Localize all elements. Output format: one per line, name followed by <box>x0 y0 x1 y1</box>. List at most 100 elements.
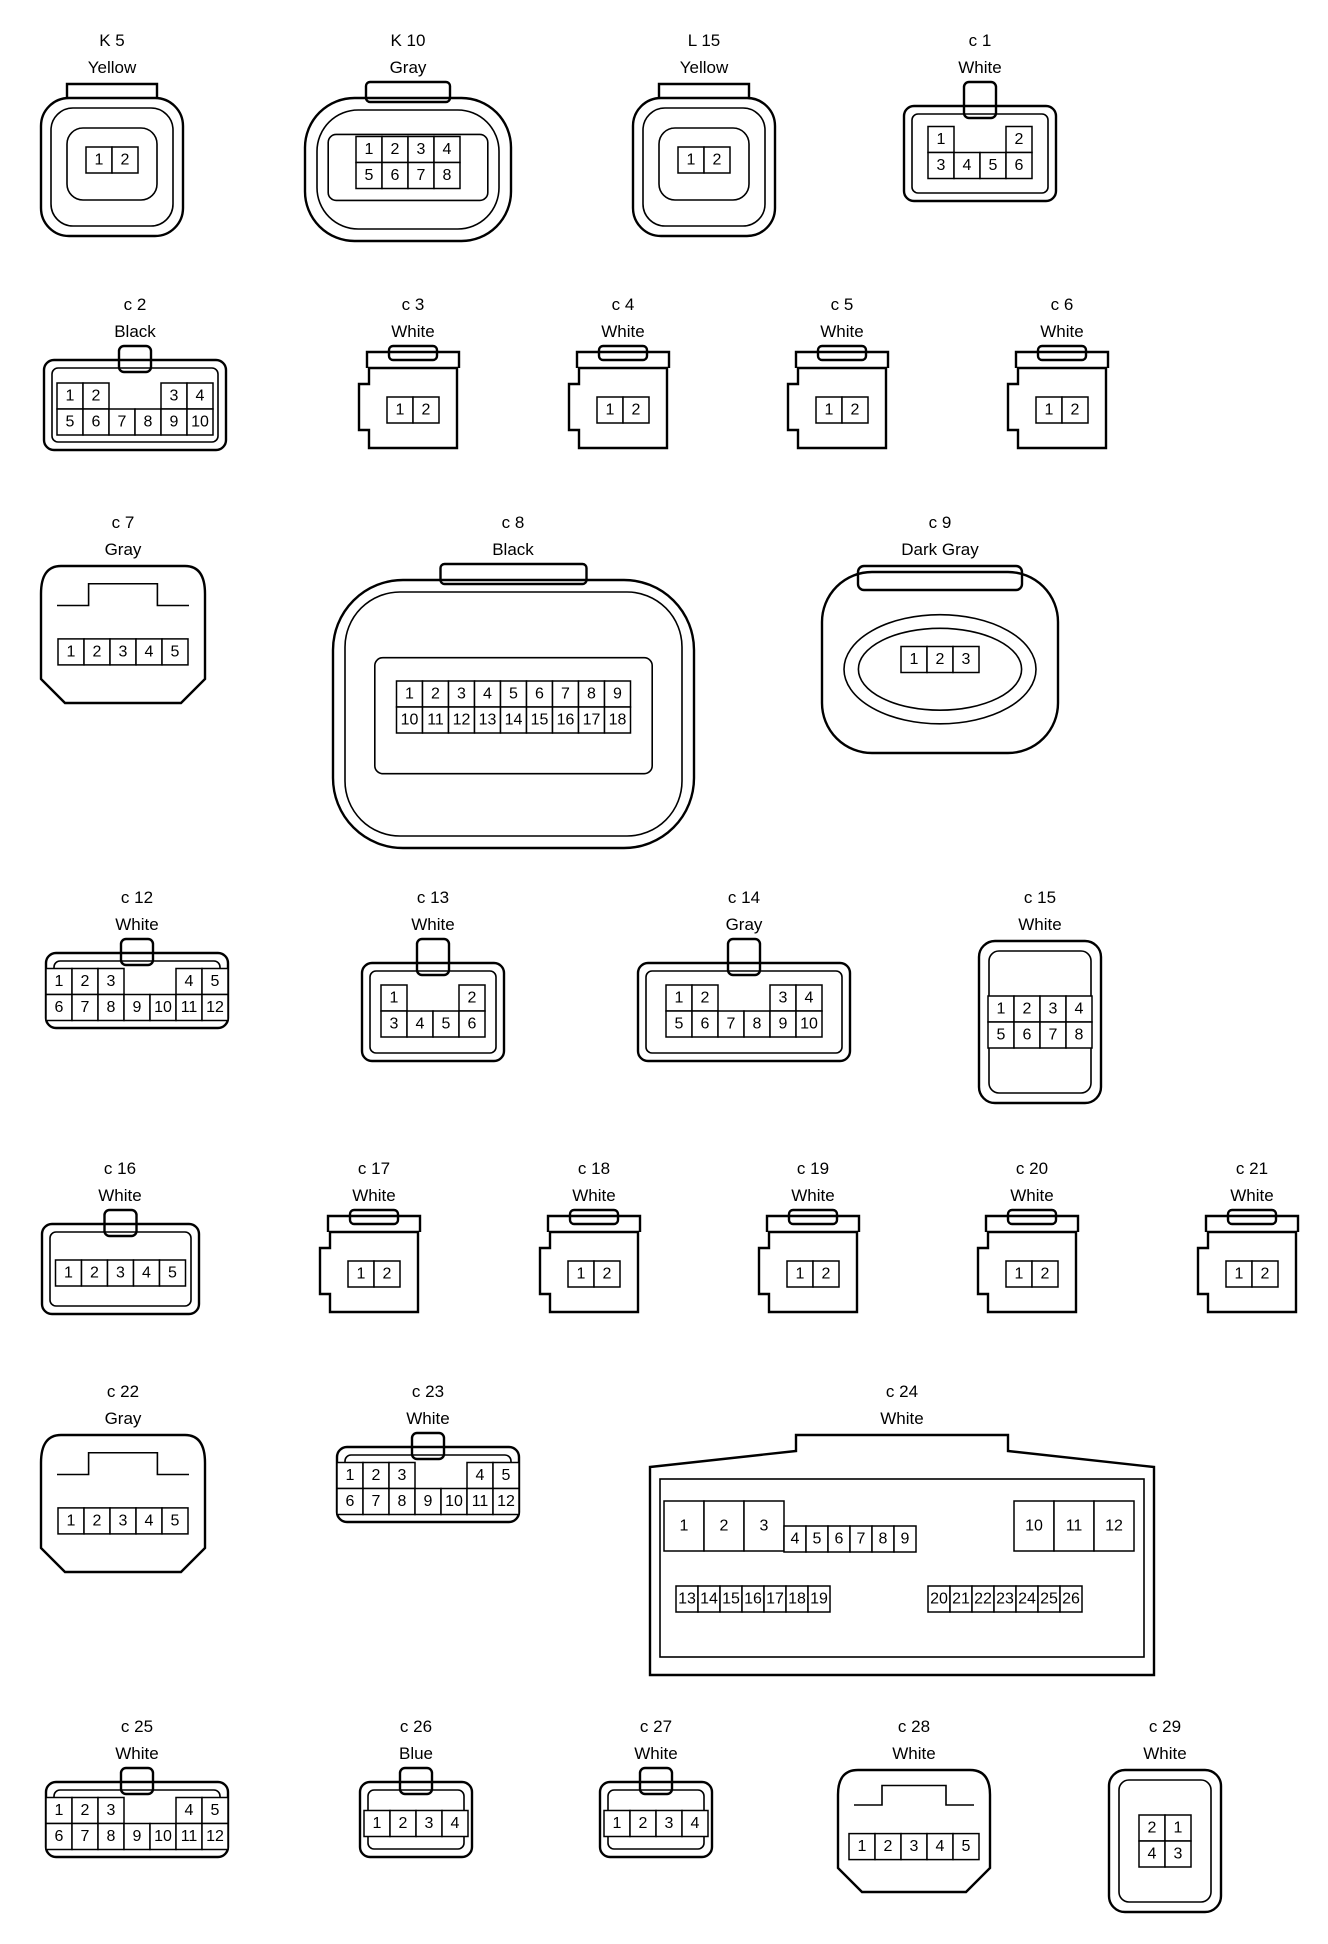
pin-number: 1 <box>373 1815 382 1832</box>
pin-number: 3 <box>390 1016 399 1033</box>
pin-cell <box>786 1260 814 1288</box>
pin-number: 13 <box>678 1591 696 1608</box>
pin-number: 2 <box>1148 1820 1157 1837</box>
pin-cell <box>1031 1260 1059 1288</box>
connector-color-label: White <box>634 1744 678 1763</box>
pin-number: 3 <box>119 643 128 660</box>
pin-number: 7 <box>372 1493 381 1510</box>
connector-id-label: c 17 <box>357 1159 391 1178</box>
pin-number: 5 <box>813 1531 822 1548</box>
pin-number: 2 <box>422 402 431 419</box>
pin-number: 11 <box>181 999 198 1016</box>
pin-number: 4 <box>196 388 205 405</box>
pin-number: 12 <box>206 999 224 1016</box>
connector-color-label: Dark Gray <box>901 540 979 559</box>
pin-number: 10 <box>191 414 209 431</box>
pin-number: 1 <box>55 973 64 990</box>
pin-cell <box>603 680 631 708</box>
pin-cell <box>473 706 501 734</box>
pin-cell <box>893 1525 917 1553</box>
pin-cell <box>551 706 579 734</box>
pin-number: 11 <box>181 1828 198 1845</box>
pin-number: 3 <box>398 1467 407 1484</box>
pin-number: 2 <box>851 402 860 419</box>
connector-id-label: L 15 <box>687 31 721 50</box>
pin-number: 2 <box>936 651 945 668</box>
pin-number: 2 <box>1015 131 1024 148</box>
pin-number: 9 <box>901 1531 910 1548</box>
pin-number: 18 <box>608 712 626 729</box>
pin-number: 2 <box>632 402 641 419</box>
pin-cell <box>56 408 84 436</box>
pin-cell <box>1065 995 1093 1023</box>
connector-id-label: c 24 <box>885 1382 919 1401</box>
pin-number: 1 <box>1015 1266 1024 1283</box>
pin-number: 14 <box>700 1591 718 1608</box>
connector-housing <box>976 1208 1080 1314</box>
pin-number: 7 <box>81 1828 90 1845</box>
connector-housing <box>1107 1768 1223 1914</box>
pin-number: 5 <box>168 1265 177 1282</box>
pin-cell <box>433 161 461 190</box>
connector-housing <box>318 1208 422 1314</box>
pin-cell <box>83 638 111 666</box>
pin-cell <box>158 1259 186 1287</box>
pin-cell <box>407 161 435 190</box>
pin-number: 8 <box>879 1531 888 1548</box>
connector-id-label: c 14 <box>727 888 761 907</box>
pin-number: 15 <box>722 1591 740 1608</box>
pin-cell <box>1005 1260 1033 1288</box>
pin-number: 1 <box>680 1518 689 1535</box>
pin-number: 11 <box>1066 1518 1083 1535</box>
connector-id-label: c 19 <box>796 1159 830 1178</box>
pin-number: 4 <box>691 1815 700 1832</box>
pin-number: 1 <box>577 1266 586 1283</box>
connector-id-label: c 16 <box>103 1159 137 1178</box>
pin-number: 9 <box>613 686 622 703</box>
pin-cell <box>412 396 440 424</box>
connector-color-label: White <box>820 322 864 341</box>
pin-cell <box>1059 1585 1083 1613</box>
connector-id-label: c 21 <box>1235 1159 1269 1178</box>
pin-cell <box>655 1809 683 1838</box>
connector-id-label: c 12 <box>120 888 154 907</box>
pin-cell <box>1005 125 1033 154</box>
pin-number: 2 <box>93 1512 102 1529</box>
pin-number: 2 <box>713 152 722 169</box>
pin-cell <box>703 1500 745 1552</box>
pin-number: 4 <box>936 1838 945 1855</box>
pin-cell <box>466 1487 494 1516</box>
pin-number: 7 <box>857 1531 866 1548</box>
connector-id-label: c 29 <box>1148 1717 1182 1736</box>
connector-id-label: c 9 <box>928 513 952 532</box>
pin-number: 11 <box>472 1493 489 1510</box>
pin-cell <box>106 1259 134 1287</box>
pin-number: 3 <box>1049 1001 1058 1018</box>
connector-color-label: White <box>880 1409 924 1428</box>
pin-cell <box>201 993 229 1022</box>
pin-number: 6 <box>1023 1027 1032 1044</box>
pin-cell <box>1093 1500 1135 1552</box>
pin-number: 4 <box>805 990 814 1007</box>
pin-cell <box>45 1822 73 1851</box>
pin-cell <box>987 1021 1015 1049</box>
pin-cell <box>629 1809 657 1838</box>
connector-id-label: c 20 <box>1015 1159 1049 1178</box>
pin-cell <box>795 1010 823 1038</box>
pin-cell <box>1013 1500 1055 1552</box>
pin-cell <box>415 1809 443 1838</box>
pin-number: 5 <box>442 1016 451 1033</box>
pin-number: 3 <box>779 990 788 1007</box>
pin-cell <box>593 1260 621 1288</box>
